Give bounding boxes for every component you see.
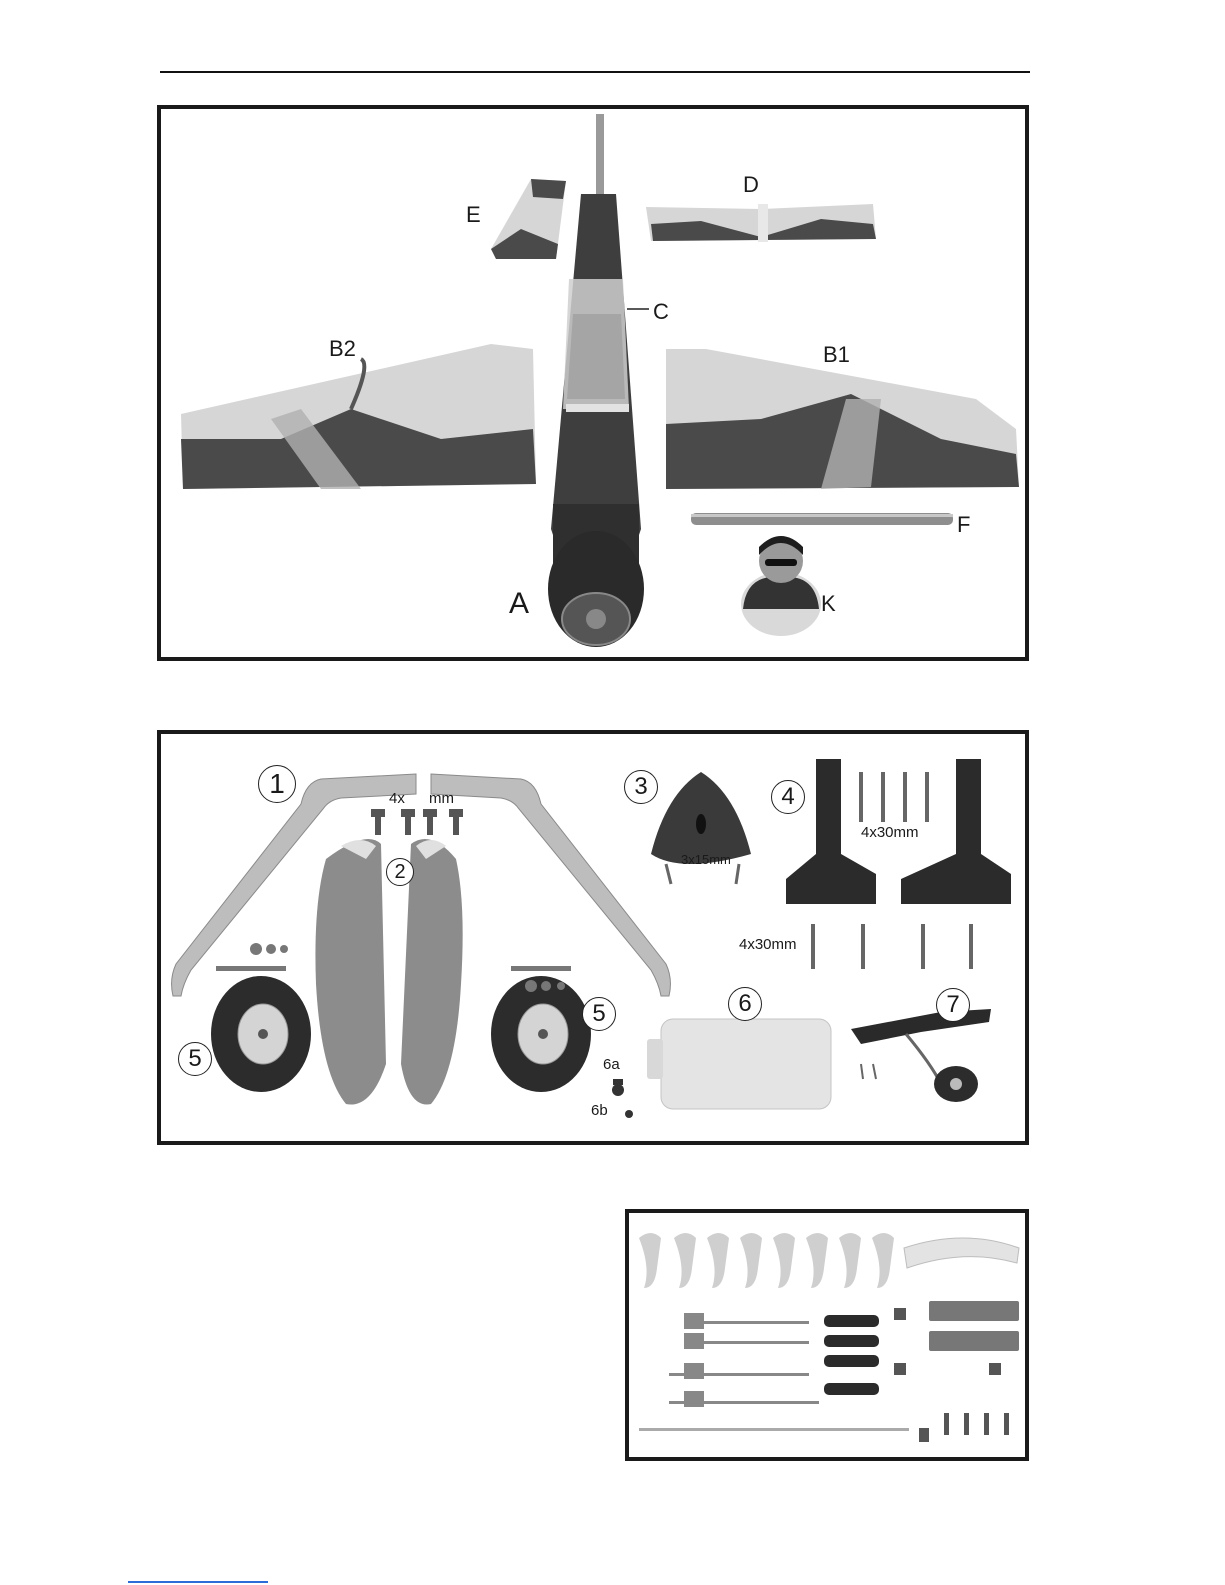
part-number-2: 2 — [386, 858, 414, 886]
part-number-5-left: 5 — [178, 1042, 212, 1076]
label-bolt-4x30mm-top: 4x30mm — [861, 824, 919, 841]
footer-link-underline — [128, 1581, 268, 1583]
label-bolt-4x30mm-bottom: 4x30mm — [739, 936, 797, 953]
label-d: D — [743, 172, 759, 198]
stabilizer-d — [646, 204, 876, 242]
label-6b: 6b — [591, 1102, 608, 1119]
engine-mount-4 — [786, 759, 1011, 969]
wheels-5 — [211, 943, 591, 1092]
wing-tube-f — [691, 513, 953, 525]
fuel-tank-6 — [612, 1019, 831, 1118]
screws — [894, 1308, 1009, 1442]
linkage-hardware-illustration — [629, 1213, 1025, 1457]
label-e: E — [466, 202, 481, 228]
label-k: K — [821, 591, 836, 617]
hardware-panel: 1 2 3 4 5 5 6 7 4x mm 3x15mm 4x30mm 4x30… — [157, 730, 1029, 1145]
tail-wheel-7 — [851, 1009, 991, 1102]
airframe-panel: A B1 B2 C D E F K — [157, 105, 1029, 661]
pilot-figure-k — [741, 536, 821, 636]
part-number-1: 1 — [258, 765, 296, 803]
part-number-3: 3 — [624, 770, 658, 804]
label-screw-3x15mm: 3x15mm — [681, 852, 731, 867]
cowl-a — [548, 504, 644, 647]
part-number-7: 7 — [936, 988, 970, 1022]
metal-plates — [929, 1301, 1019, 1351]
part-number-6: 6 — [728, 987, 762, 1021]
left-wing-b2 — [181, 344, 536, 489]
label-c: C — [653, 299, 669, 325]
control-horns — [639, 1233, 894, 1288]
label-hardware-mm: mm — [429, 790, 454, 807]
airframe-illustration — [161, 109, 1025, 657]
label-b2: B2 — [329, 336, 356, 362]
canopy-frame — [904, 1238, 1019, 1268]
part-number-5-right: 5 — [582, 997, 616, 1031]
springs — [684, 1313, 704, 1407]
rudder-e — [491, 179, 566, 259]
fuselage-c — [551, 114, 649, 559]
label-a: A — [509, 587, 529, 621]
label-hardware-4x: 4x — [389, 790, 405, 807]
clevises — [824, 1315, 879, 1395]
linkage-hardware-panel — [625, 1209, 1029, 1461]
part-number-4: 4 — [771, 780, 805, 814]
header-rule — [160, 71, 1030, 73]
label-f: F — [957, 512, 970, 538]
spinner-3 — [651, 772, 751, 884]
label-6a: 6a — [603, 1056, 620, 1073]
right-wing-b1 — [666, 349, 1019, 489]
label-b1: B1 — [823, 342, 850, 368]
